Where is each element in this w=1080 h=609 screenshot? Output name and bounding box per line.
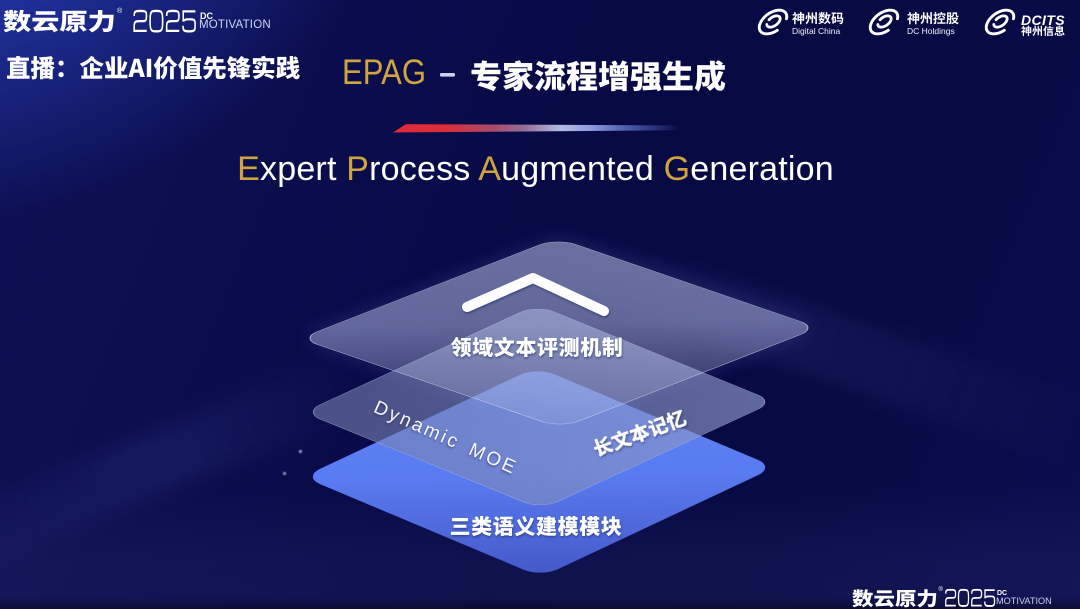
svg-text:EPAG: EPAG xyxy=(342,53,426,92)
